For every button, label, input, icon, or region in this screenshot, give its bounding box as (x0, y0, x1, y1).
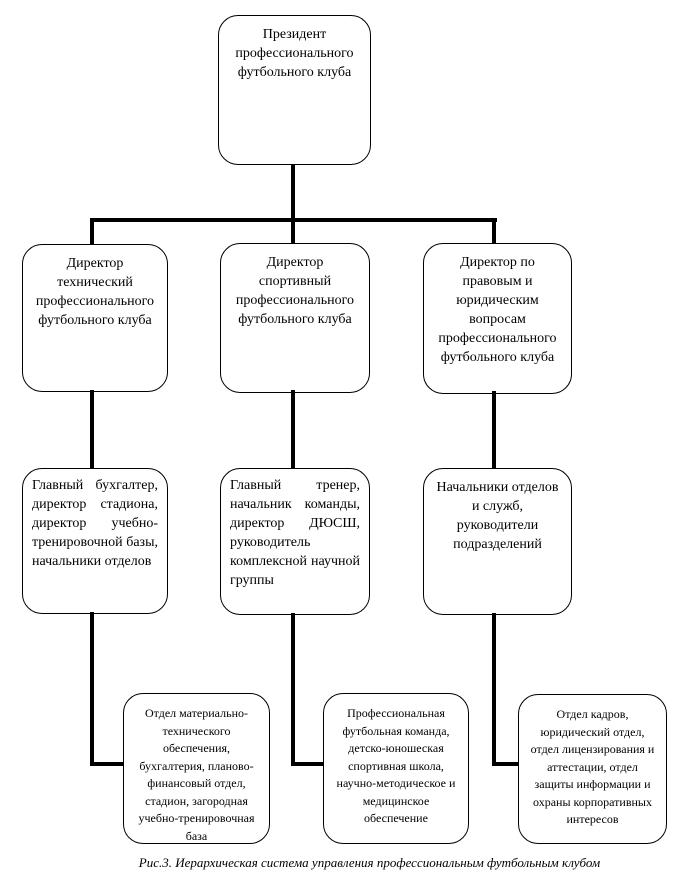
connector-sports-units-elbow (291, 762, 325, 766)
connector-drop-sports (291, 218, 295, 246)
connector-legal-staff (492, 391, 496, 470)
connector-president-stem (291, 165, 295, 221)
node-sports-units: Профессиональная футбольная команда, дет… (323, 693, 469, 844)
connector-drop-legal (492, 218, 496, 246)
node-sports-director: Директор спортивный профессионального фу… (220, 243, 370, 393)
node-legal-director: Директор по правовым и юридическим вопро… (423, 243, 572, 394)
node-legal-staff: Начальники отделов и служб, руководители… (423, 468, 572, 615)
connector-legal-units-elbow (492, 762, 520, 766)
node-technical-staff: Главный бухгалтер, директор стадиона, ди… (22, 468, 168, 614)
connector-sports-staff (291, 390, 295, 470)
node-technical-director: Директор технический профессионального ф… (22, 244, 168, 392)
node-sports-staff: Главный тренер, начальник команды, дирек… (220, 468, 370, 615)
node-legal-units: Отдел кадров, юридический отдел, отдел л… (518, 694, 667, 844)
connector-technical-units-stem (90, 612, 94, 766)
connector-technical-units-elbow (90, 762, 125, 766)
connector-sports-units-stem (291, 613, 295, 766)
node-president: Президент профессионального футбольного … (218, 15, 371, 165)
node-technical-units: Отдел материально-технического обеспечен… (123, 693, 270, 844)
figure-caption: Рис.3. Иерархическая система управления … (138, 855, 601, 870)
connector-technical-staff (90, 390, 94, 470)
connector-drop-technical (90, 218, 94, 246)
connector-legal-units-stem (492, 613, 496, 766)
